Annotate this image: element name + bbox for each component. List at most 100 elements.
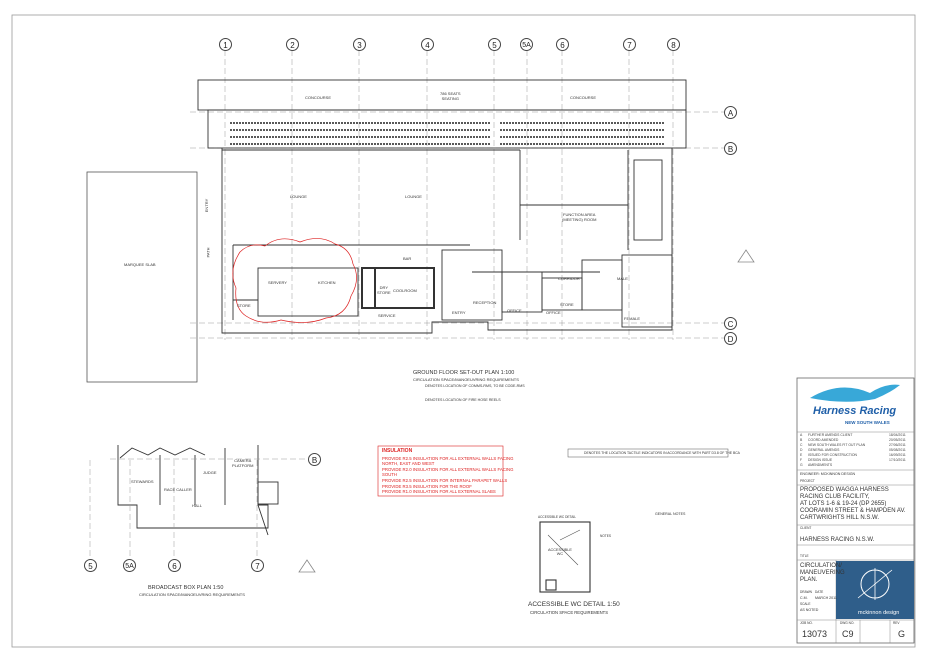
label-office-2: OFFICE: [546, 310, 561, 315]
label-kitchen: KITCHEN: [318, 280, 336, 285]
label-corridor: CORRIDOR: [558, 276, 580, 281]
notes-heading: GENERAL NOTES: [655, 512, 686, 516]
label-service: SERVICE: [378, 313, 396, 318]
title-label: TITLE: [800, 554, 809, 558]
insulation-box: [377, 445, 504, 497]
project-line-4: COORAMIN STREET & HAMPDEN AV.: [800, 508, 906, 514]
grid-bubble-1: 1: [219, 38, 232, 51]
broadcast-box-plan: [117, 445, 279, 536]
scale-value: AS NOTED: [800, 608, 819, 612]
accessible-wc-plan: [539, 521, 591, 593]
wc-notes-1: ACCESSIBLE WC DETAIL: [538, 515, 577, 519]
grid-bubble-a: A: [724, 106, 737, 119]
label-entry-side: ENTRY: [204, 198, 210, 213]
rev-label: REV: [893, 621, 900, 625]
grid-bubble-4: 4: [421, 38, 434, 51]
marquee-slab: [86, 171, 198, 383]
label-store-2: STORE: [560, 302, 574, 307]
broadcast-grid-6: 6: [168, 559, 181, 572]
drawn-value: C.M.: [800, 596, 808, 600]
legend-tactile: DENOTES THE LOCATION TACTILE INDICATORS …: [584, 451, 740, 455]
label-entry: ENTRY: [452, 310, 466, 315]
label-function-area: FUNCTION AREA (MEETING) ROOM: [562, 212, 597, 222]
label-camera-platform: CAMERA PLATFORM: [232, 458, 254, 468]
grid-bubble-5: 5: [488, 38, 501, 51]
label-accessible-wc: ACCESSIBLE WC: [548, 548, 572, 556]
job-label: JOB NO.: [800, 621, 813, 625]
label-race-caller: RACE CALLER: [164, 487, 192, 492]
broadcast-grid-5: 5: [84, 559, 97, 572]
label-store-1: STORE: [237, 303, 251, 308]
grid-bubble-7: 7: [623, 38, 636, 51]
label-seating: 786 SEATS SEATING: [440, 91, 461, 101]
grid-bubble-8: 8: [667, 38, 680, 51]
grid-bubble-2: 2: [286, 38, 299, 51]
insulation-line-6: PROVIDE R3.5 INSULATION FOR THE ROOF: [382, 484, 472, 489]
firm-name: mckinnon design: [858, 610, 900, 616]
project-line-3: AT LOTS 1-6 & 19-24 (DP 2655): [800, 501, 887, 507]
legend-line-2: DENOTES LOCATION OF FIRE HOSE REELS: [425, 398, 501, 402]
grid-bubble-6: 6: [556, 38, 569, 51]
label-reception: RECEPTION: [473, 300, 497, 305]
label-judge: JUDGE: [203, 470, 217, 475]
broadcast-grid-5a: 5A: [123, 559, 136, 572]
label-coolroom: COOLROOM: [393, 288, 417, 293]
accessible-title: ACCESSIBLE WC DETAIL 1:50: [528, 601, 620, 608]
label-lounge-2: LOUNGE: [405, 194, 422, 199]
broadcast-grid-7: 7: [251, 559, 264, 572]
north-arrow-icon: [298, 249, 755, 573]
label-marquee-slab: MARQUEE SLAB: [124, 262, 156, 267]
grid-bubble-5a: 5A: [520, 38, 533, 51]
title-line-3: PLAN.: [800, 577, 818, 583]
grid-bubble-c: C: [724, 317, 737, 330]
label-hall: HALL: [192, 503, 203, 508]
legend-line-1: DENOTES LOCATION OF COMMS-RMS, TO BE COD…: [425, 384, 525, 388]
date-label: DATE: [815, 590, 824, 594]
label-dry-store: DRY STORE: [377, 285, 391, 295]
seating-rows: [230, 122, 665, 145]
project-line-1: PROPOSED WAGGA HARNESS: [800, 487, 889, 493]
title-line-2: MANEUVERING: [800, 570, 845, 576]
title-line-1: CIRCULATION/: [800, 563, 842, 569]
title-block: [796, 377, 915, 644]
project-line-5: CARTWRIGHTS HILL N.S.W.: [800, 515, 880, 521]
harness-racing-logo-sub: NEW SOUTH WALES: [845, 420, 890, 425]
label-servery: SERVERY: [268, 280, 287, 285]
drawn-label: DRAWN: [800, 590, 812, 594]
broadcast-grid-b: B: [308, 453, 321, 466]
job-number: 13073: [802, 629, 828, 639]
insulation-line-7: PROVIDE R1.0 INSULATION FOR ALL EXTERNAL…: [382, 489, 496, 494]
label-concourse-1: CONCOURSE: [305, 95, 332, 100]
ground-floor-subtitle: CIRCULATION SPACE/MANOEUVRING REQUIREMEN…: [413, 377, 519, 382]
client-label: CLIENT: [800, 526, 812, 530]
project-label: PROJECT: [800, 479, 815, 483]
grid-bubble-d: D: [724, 332, 737, 345]
wc-notes-2: NOTES: [600, 534, 611, 538]
ground-floor-plan: [197, 79, 687, 334]
label-bar: BAR: [403, 256, 412, 261]
label-female: FEMALE: [624, 316, 641, 321]
project-line-2: RACING CLUB FACILITY,: [800, 494, 870, 500]
accessible-subtitle: CIRCULATION SPACE REQUIREMENTS: [530, 610, 609, 615]
broadcast-subtitle: CIRCULATION SPACE/MANOEUVRING REQUIREMEN…: [139, 592, 245, 597]
label-male: MALE: [617, 276, 628, 281]
rev-value: G: [898, 629, 906, 639]
grid-bubble-3: 3: [353, 38, 366, 51]
client-value: HARNESS RACING N.S.W.: [800, 537, 875, 543]
grid-bubble-b: B: [724, 142, 737, 155]
insulation-heading: INSULATION: [382, 448, 413, 454]
label-office-1: OFFICE: [507, 308, 522, 313]
label-concourse-2: CONCOURSE: [570, 95, 597, 100]
insulation-line-3: PROVIDE R2.0 INSULATION FOR ALL EXTERNAL…: [382, 467, 514, 472]
revision-cloud: [232, 238, 357, 323]
broadcast-title: BROADCAST BOX PLAN 1:50: [148, 585, 224, 591]
label-stewards: STEWARDS: [131, 479, 154, 484]
